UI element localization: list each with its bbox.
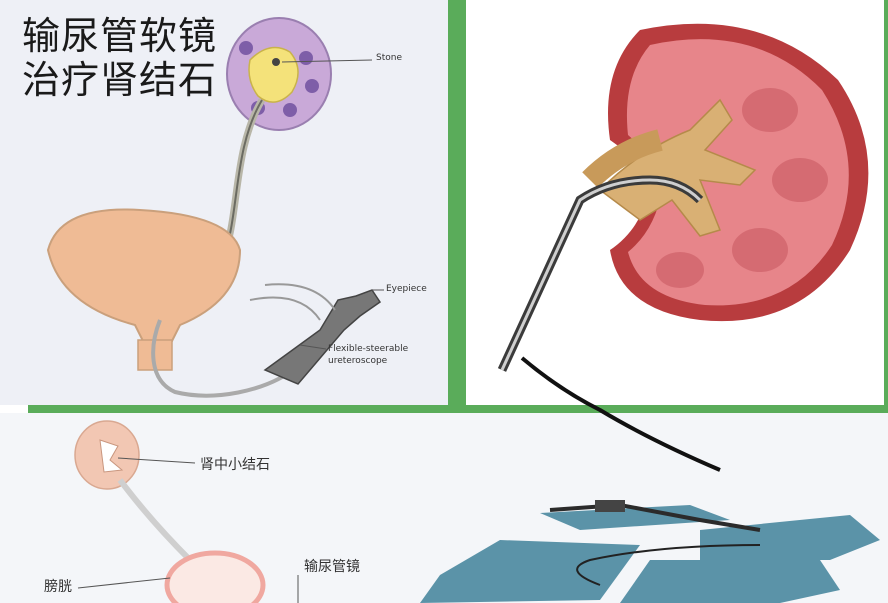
instrument-cable bbox=[576, 544, 761, 586]
eyepiece-label: Eyepiece bbox=[386, 284, 427, 294]
scope-label-line-2: ureteroscope bbox=[328, 356, 388, 366]
calyx bbox=[299, 51, 313, 65]
stone-pointer bbox=[281, 59, 373, 63]
top-left-panel bbox=[0, 0, 448, 405]
renal-pelvis bbox=[598, 98, 757, 237]
scope-tube bbox=[151, 319, 292, 398]
scope-label-line-1: Flexible-steerable bbox=[328, 344, 409, 354]
calyx bbox=[305, 79, 319, 93]
scope-shaft-highlight bbox=[500, 178, 702, 371]
pyramid bbox=[732, 228, 788, 272]
calyx bbox=[283, 103, 297, 117]
pyramid bbox=[742, 88, 798, 132]
mat bbox=[420, 540, 640, 603]
mat bbox=[540, 505, 730, 530]
horizontal-divider bbox=[28, 405, 888, 413]
kidney-stone-pointer bbox=[117, 457, 196, 464]
calyx bbox=[239, 41, 253, 55]
top-right-kidney bbox=[497, 23, 869, 472]
bladder-label: 膀胱 bbox=[44, 579, 72, 595]
light-cable bbox=[249, 283, 336, 321]
renal-pelvis bbox=[248, 46, 299, 103]
bottom-right-instrument bbox=[420, 500, 880, 603]
bladder bbox=[46, 208, 242, 346]
scope-handle bbox=[263, 289, 382, 385]
kidney-stone-label: 肾中小结石 bbox=[200, 457, 270, 473]
ureter-top bbox=[582, 129, 663, 188]
instrument-handle bbox=[595, 500, 625, 512]
instrument-body bbox=[549, 502, 761, 532]
scope-pointer bbox=[299, 344, 327, 350]
right-border bbox=[884, 0, 888, 412]
title-line-2: 治疗肾结石 bbox=[22, 58, 218, 102]
title-line-1: 输尿管软镜 bbox=[22, 14, 218, 58]
pyramid bbox=[656, 252, 704, 288]
top-left-diagram bbox=[46, 17, 384, 398]
stone-dot bbox=[272, 58, 280, 66]
bladder-icon bbox=[164, 550, 266, 603]
pyramid bbox=[772, 158, 828, 202]
bladder-pointer bbox=[77, 577, 171, 589]
ureteroscope-label: 输尿管镜 bbox=[304, 559, 360, 575]
vertical-divider bbox=[448, 0, 466, 412]
kidney-pelvis-icon bbox=[99, 439, 124, 473]
mat bbox=[620, 560, 840, 603]
scope-cable bbox=[520, 356, 721, 472]
bottom-left-diagram bbox=[74, 420, 299, 603]
stone-label: Stone bbox=[376, 53, 402, 63]
